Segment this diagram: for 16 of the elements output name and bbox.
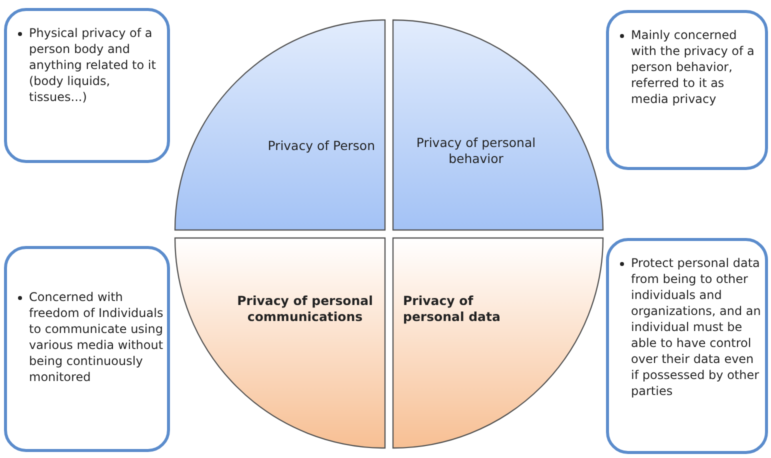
text-box <box>4 246 170 452</box>
text-box <box>606 10 768 170</box>
circle-quadrant <box>393 20 603 230</box>
bullet-text: Protect personal data from being to other individuals and organizations, and an individual must be able to have control over their data even if possessed by other parties <box>619 255 765 399</box>
quadrant-label: Privacy of personal communications <box>236 293 374 325</box>
circle-quadrant <box>393 238 603 448</box>
quadrant-label: Privacy of Person <box>266 138 375 154</box>
bullet-text: Concerned with freedom of Individuals to communicate using various media without being continuously monitored <box>17 289 165 385</box>
bullet-text: Mainly concerned with the privacy of a person behavior, referred to it as media privacy <box>619 27 765 107</box>
text-box <box>606 238 768 454</box>
quadrant-label: Privacy of personal behavior <box>415 135 537 167</box>
circle-quadrant <box>175 20 385 230</box>
circle-quadrant <box>175 238 385 448</box>
quadrant-label: Privacy of personal data <box>403 293 502 325</box>
bullet-text: Physical privacy of a person body and anything related to it (body liquids, tissues...) <box>17 25 165 105</box>
text-box <box>4 8 170 163</box>
